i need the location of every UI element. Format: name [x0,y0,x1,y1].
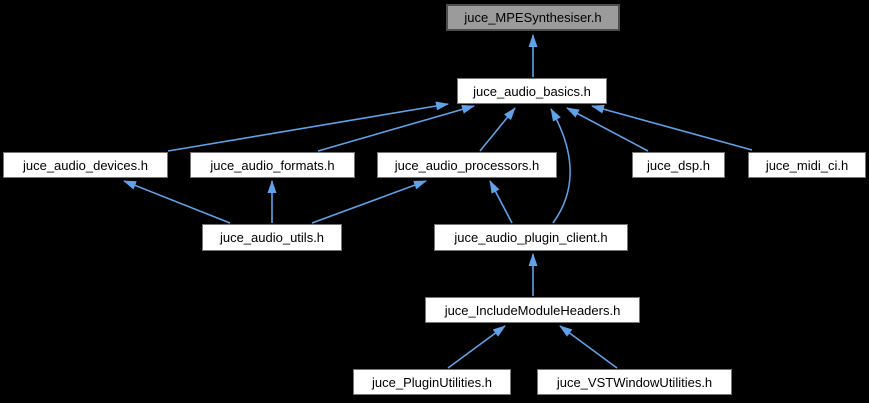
edge-juce_audio_processors-to-juce_audio_basics [479,107,516,152]
node-label: juce_dsp.h [647,157,710,173]
node-label: juce_audio_basics.h [473,83,591,99]
node-juce_PluginUtilities[interactable]: juce_PluginUtilities.h [353,369,511,395]
node-label: juce_IncludeModuleHeaders.h [444,302,621,318]
node-label: juce_audio_plugin_client.h [454,230,608,245]
node-juce_audio_formats[interactable]: juce_audio_formats.h [190,152,355,178]
edge-juce_audio_plugin_client-to-juce_audio_processors [489,180,513,224]
node-label: juce_midi_ci.h [765,157,849,173]
edge-juce_audio_formats-to-juce_audio_basics [317,105,475,152]
node-juce_audio_utils[interactable]: juce_audio_utils.h [202,224,342,251]
node-label: juce_audio_utils.h [219,230,325,245]
edge-juce_audio_utils-to-juce_audio_devices [123,180,231,224]
node-label: juce_VSTWindowUtilities.h [556,374,713,390]
edge-juce_audio_devices-to-juce_audio_basics [167,101,449,152]
edge-juce_dsp-to-juce_audio_basics [566,107,649,152]
edge-juce_audio_utils-to-juce_audio_processors [311,180,427,224]
node-juce_audio_devices[interactable]: juce_audio_devices.h [3,152,168,178]
node-label: juce_audio_formats.h [210,157,335,173]
node-juce_midi_ci[interactable]: juce_midi_ci.h [748,152,866,178]
node-juce_IncludeModuleHeaders[interactable]: juce_IncludeModuleHeaders.h [425,297,640,323]
edge-juce_midi_ci-to-juce_audio_basics [591,104,753,151]
edge-juce_VSTWindowUtilities-to-juce_IncludeModuleHeaders [559,325,618,369]
node-juce_VSTWindowUtilities[interactable]: juce_VSTWindowUtilities.h [537,369,732,395]
node-label: juce_audio_processors.h [394,157,540,173]
edge-juce_PluginUtilities-to-juce_IncludeModuleHeaders [447,325,506,369]
node-label: juce_MPESynthesiser.h [464,10,602,25]
node-juce_audio_plugin_client[interactable]: juce_audio_plugin_client.h [434,224,628,251]
node-label: juce_PluginUtilities.h [372,374,492,390]
node-label: juce_audio_devices.h [22,157,149,173]
node-juce_dsp[interactable]: juce_dsp.h [632,152,725,178]
node-juce_audio_processors[interactable]: juce_audio_processors.h [377,152,557,178]
edge-juce_audio_plugin_client-to-juce_audio_basics [550,108,571,224]
node-juce_MPESynthesiser: juce_MPESynthesiser.h [446,4,620,31]
node-juce_audio_basics[interactable]: juce_audio_basics.h [457,78,607,104]
